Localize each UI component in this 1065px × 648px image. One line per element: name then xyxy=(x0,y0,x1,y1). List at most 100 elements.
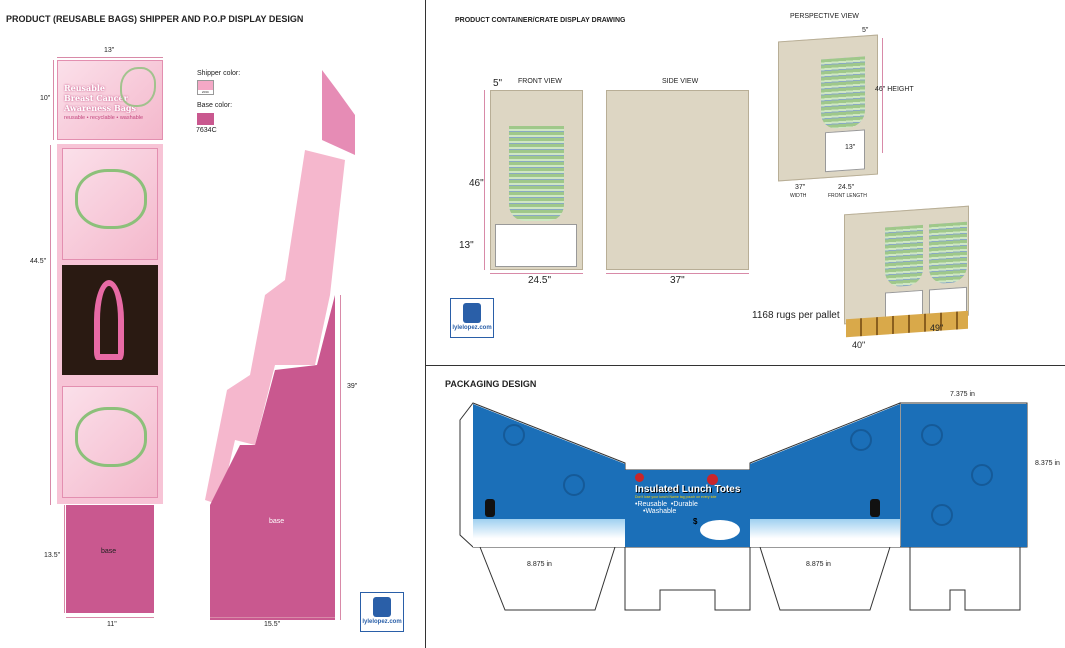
header-card-tagline: reusable • recyclable • washable xyxy=(64,115,144,121)
logo-mark-icon xyxy=(463,303,481,323)
persp-dim-width: 37" xyxy=(795,184,806,191)
dim-line xyxy=(606,273,749,274)
dim-right-width: 8.875 in xyxy=(806,561,831,568)
dim-panel-width: 7.375 in xyxy=(950,391,975,398)
side-body-panel xyxy=(205,150,345,505)
butterfly-icon xyxy=(120,67,156,107)
dim-side-width: 37" xyxy=(670,275,685,286)
features-line2: •Washable xyxy=(643,508,677,515)
dim-lip: 5" xyxy=(493,78,503,89)
pallet-note: 1168 rugs per pallet xyxy=(752,310,840,321)
dim-top-width: 13" xyxy=(104,47,115,54)
skull-pattern-icon xyxy=(971,464,993,486)
features-line1: •Reusable •Durable xyxy=(635,501,698,508)
logo: lylelopez.com xyxy=(450,298,494,338)
front-view-crate xyxy=(490,90,583,270)
dim-line xyxy=(66,617,154,618)
product-tagline: Don't lose your lunch! Name tag pouch on… xyxy=(635,495,717,499)
skull-pattern-icon xyxy=(563,474,585,496)
perspective-view-label: PERSPECTIVE VIEW xyxy=(790,13,859,20)
ladybug-icon xyxy=(707,474,718,485)
logo-text: lylelopez.com xyxy=(452,325,492,331)
logo-text: lylelopez.com xyxy=(362,619,402,625)
dim-side-height: 39" xyxy=(347,383,358,390)
base-label: base xyxy=(101,548,117,555)
dim-line xyxy=(490,273,583,274)
base-color-label: Base color: xyxy=(197,102,233,109)
logo-mark-icon xyxy=(373,597,391,617)
product-title: Insulated Lunch Totes xyxy=(635,484,741,495)
bag-butterfly-top xyxy=(62,148,158,260)
horizontal-divider xyxy=(425,365,1065,366)
price-tag-oval xyxy=(700,520,740,540)
shipper-color-code: 203C xyxy=(198,90,213,94)
shipper-base xyxy=(66,505,154,613)
dim-left-width: 8.875 in xyxy=(527,561,552,568)
panel-back xyxy=(901,404,1027,547)
ladybug-icon xyxy=(635,473,644,482)
butterfly-icon xyxy=(75,407,147,467)
section-title: PRODUCT (REUSABLE BAGS) SHIPPER AND P.O.… xyxy=(6,14,304,24)
ribbon-icon xyxy=(94,280,124,360)
shipper-color-swatch: 203C xyxy=(197,80,214,95)
bag-ribbon-dark xyxy=(62,265,158,375)
surfer-icon xyxy=(870,499,880,517)
dim-line xyxy=(50,145,51,505)
header-card-line2: Breast Cancer xyxy=(64,93,128,103)
front-view-label: FRONT VIEW xyxy=(518,78,562,85)
front-view-label-panel xyxy=(495,224,577,267)
persp-dim-lip: 5" xyxy=(862,27,869,34)
persp-dim-height: 46" HEIGHT xyxy=(875,86,914,93)
side-view-crate xyxy=(606,90,749,270)
bag-butterfly-bottom xyxy=(62,386,158,498)
persp-dim-length: 24.5" xyxy=(838,184,855,191)
dim-front-width: 24.5" xyxy=(528,275,552,286)
perspective-rugs xyxy=(821,56,865,130)
dim-line xyxy=(484,90,485,270)
skull-pattern-icon xyxy=(850,429,872,451)
persp-dim-width-label: WIDTH xyxy=(790,193,807,199)
base-color-swatch xyxy=(197,113,214,125)
skull-pattern-icon xyxy=(503,424,525,446)
side-base-label: base xyxy=(269,518,285,525)
base-color-code: 7634C xyxy=(196,127,217,134)
persp-dim-length-label: FRONT LENGTH xyxy=(828,193,867,199)
perspective-crate xyxy=(778,34,878,182)
section-title: PRODUCT CONTAINER/CRATE DISPLAY DRAWING xyxy=(455,17,626,24)
panel-front: Insulated Lunch Totes Don't lose your lu… xyxy=(625,470,750,547)
logo: lylelopez.com xyxy=(360,592,404,632)
pallet-rugs-right xyxy=(929,221,967,285)
dim-line xyxy=(64,505,65,613)
dim-top-height: 10" xyxy=(40,95,51,102)
pallet-rugs-left xyxy=(885,224,923,288)
side-header-panel xyxy=(322,70,355,155)
surfer-icon xyxy=(485,499,495,517)
dim-base-height: 13.5" xyxy=(44,552,61,559)
dim-line xyxy=(340,295,341,620)
pallet-dim-width: 49" xyxy=(930,323,944,333)
pallet-crates xyxy=(844,205,969,325)
dim-body-height: 44.5" xyxy=(30,258,47,265)
front-view-rugs xyxy=(509,126,564,221)
dim-side-width: 15.5" xyxy=(264,621,281,628)
header-card-line1: Reusable xyxy=(64,83,105,93)
dim-line xyxy=(57,57,163,58)
side-view-label: SIDE VIEW xyxy=(662,78,699,85)
dim-line xyxy=(53,60,54,140)
wave-graphic xyxy=(750,519,900,547)
dim-base-width: 11" xyxy=(107,621,117,628)
skull-pattern-icon xyxy=(921,424,943,446)
shipper-color-label: Shipper color: xyxy=(197,70,241,77)
persp-dim-bottom: 13" xyxy=(845,144,856,151)
butterfly-icon xyxy=(75,169,147,229)
dim-line xyxy=(210,617,335,618)
section-title: PACKAGING DESIGN xyxy=(445,379,537,389)
dim-bottom: 13" xyxy=(459,240,474,251)
pallet-dim-depth: 40" xyxy=(852,340,866,350)
header-card-line3: Awareness Bags xyxy=(64,103,136,113)
price-symbol: $ xyxy=(693,517,698,526)
dim-panel-height: 8.375 in xyxy=(1035,460,1060,467)
wave-graphic xyxy=(473,519,625,547)
skull-pattern-icon xyxy=(931,504,953,526)
header-card: Reusable Breast Cancer Awareness Bags re… xyxy=(57,60,163,140)
